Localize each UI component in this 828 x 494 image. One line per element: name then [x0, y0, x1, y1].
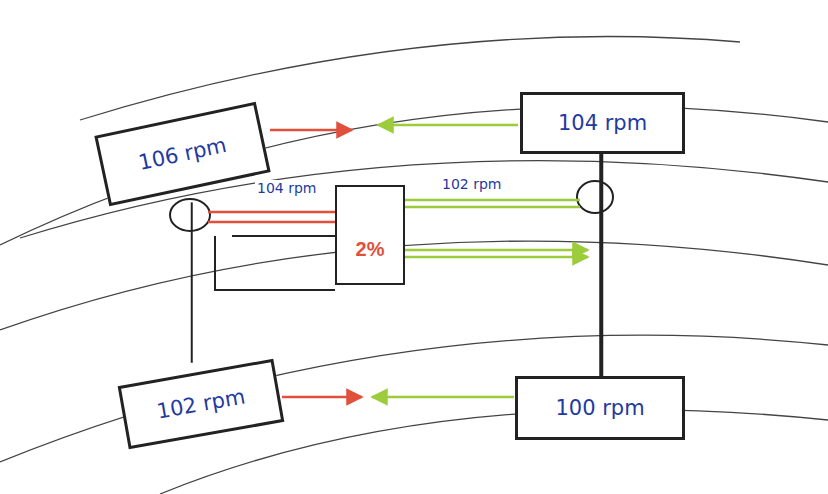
differential-box: 2%: [335, 185, 405, 285]
shaft-speed-label: 102 rpm: [440, 176, 503, 192]
shaft-speed-label: 104 rpm: [255, 180, 318, 196]
node-text: 2%: [356, 238, 385, 261]
node-text: 106 rpm: [136, 133, 228, 175]
node-text: 104 rpm: [558, 111, 647, 135]
node-text: 100 rpm: [555, 396, 644, 420]
wheel-box: 106 rpm: [94, 102, 270, 207]
wheel-box: 100 rpm: [515, 376, 685, 440]
wheel-box: 102 rpm: [118, 359, 285, 449]
wheel-box: 104 rpm: [520, 92, 685, 154]
axle-line: [191, 202, 193, 362]
road-lines: [0, 36, 828, 494]
node-text: 102 rpm: [155, 384, 247, 423]
axle-line: [599, 150, 603, 380]
transmission-box: [215, 236, 335, 290]
